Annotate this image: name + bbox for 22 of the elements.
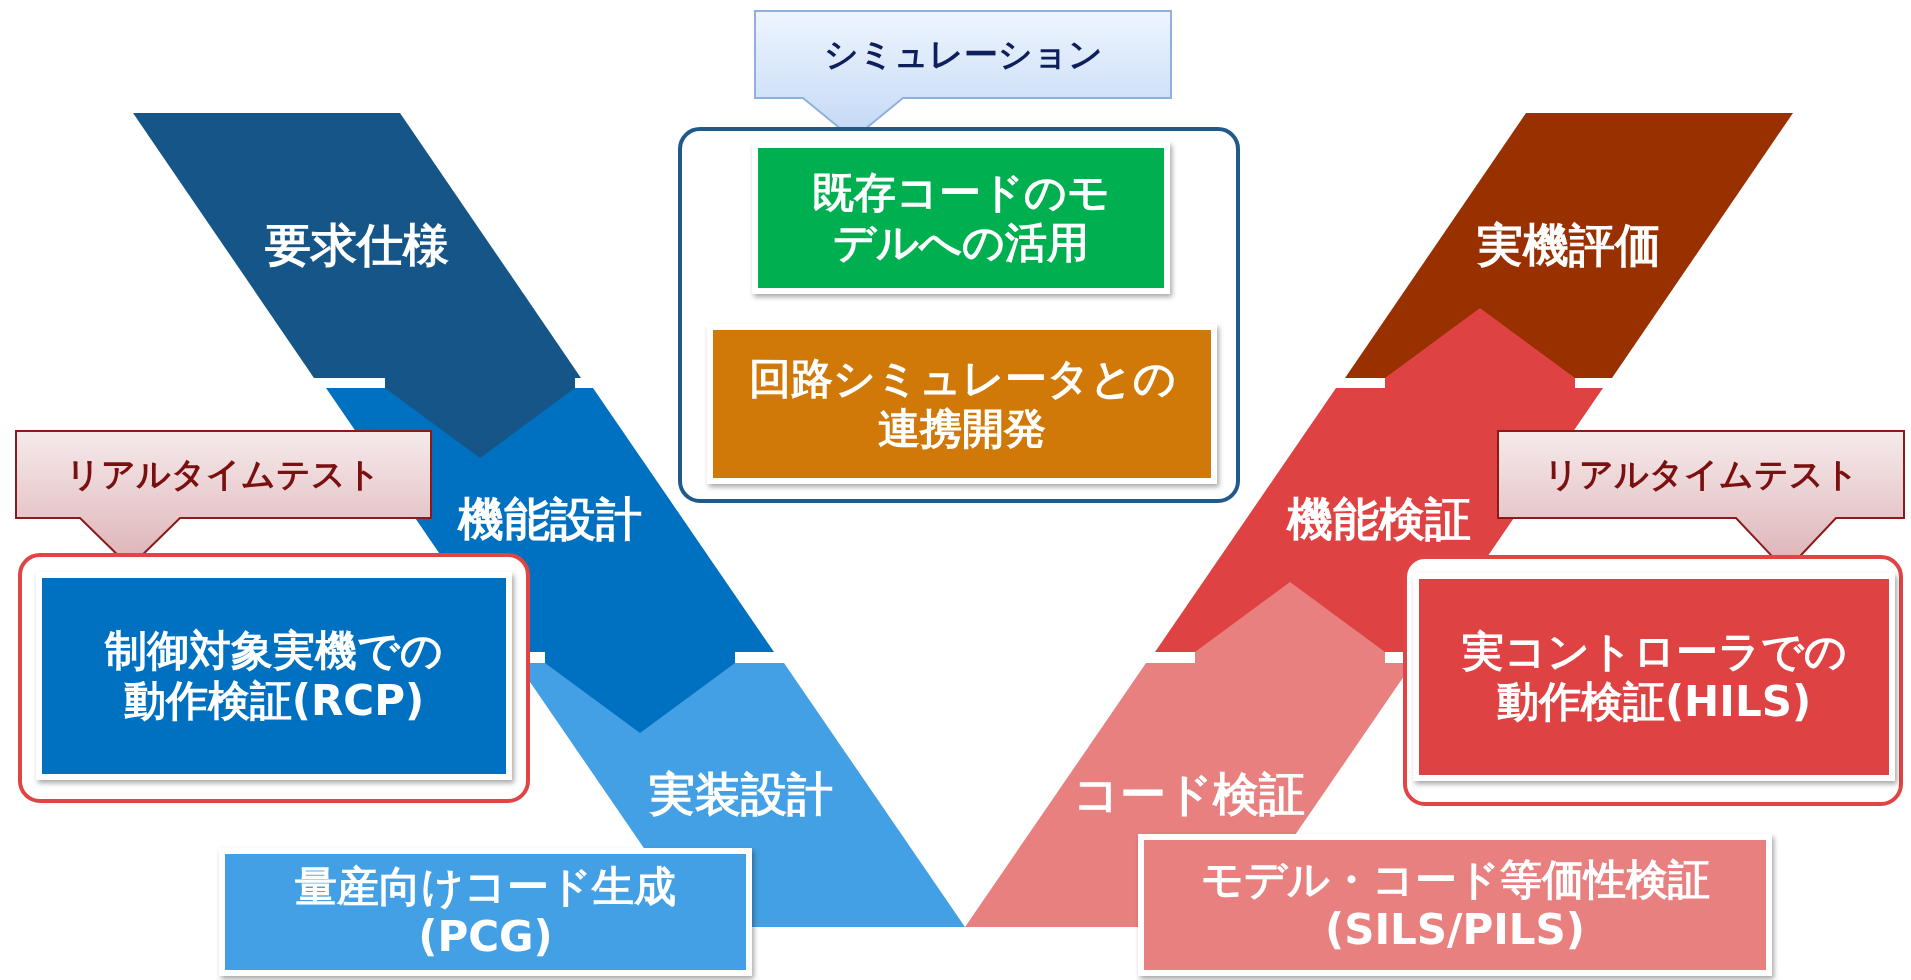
stage-label: 機能検証: [1285, 492, 1472, 548]
group-frame: [18, 553, 530, 803]
stage-label: 機能設計: [456, 492, 643, 548]
chevron-arrow: [1195, 582, 1385, 663]
stage-label: コード検証: [1072, 767, 1306, 823]
stage-label: 実機評価: [1476, 217, 1662, 274]
box-label: 量産向けコード生成(PCG): [294, 861, 677, 963]
box-label: モデル・コード等価性検証(SILS/PILS): [1199, 854, 1711, 956]
stage-label: 要求仕様: [264, 217, 450, 274]
chevron-arrow: [1385, 308, 1575, 388]
box-label: 既存コードのモデルへの活用: [811, 167, 1111, 269]
box-label: 制御対象実機での動作検証(RCP): [103, 625, 444, 727]
stage-label: 実装設計: [648, 767, 834, 823]
box-label: 回路シミュレータとの連携開発: [747, 353, 1177, 455]
box-label: 実コントローラでの動作検証(HILS): [1460, 626, 1848, 728]
callout-label: リアルタイムテスト: [1542, 453, 1860, 495]
callout-label: リアルタイムテスト: [65, 453, 382, 495]
group-frame: [678, 127, 1240, 503]
group-frame: [1403, 555, 1903, 806]
chevron-arrow: [545, 652, 735, 733]
callout-label: シミュレーション: [822, 33, 1104, 75]
chevron-arrow: [385, 378, 575, 458]
